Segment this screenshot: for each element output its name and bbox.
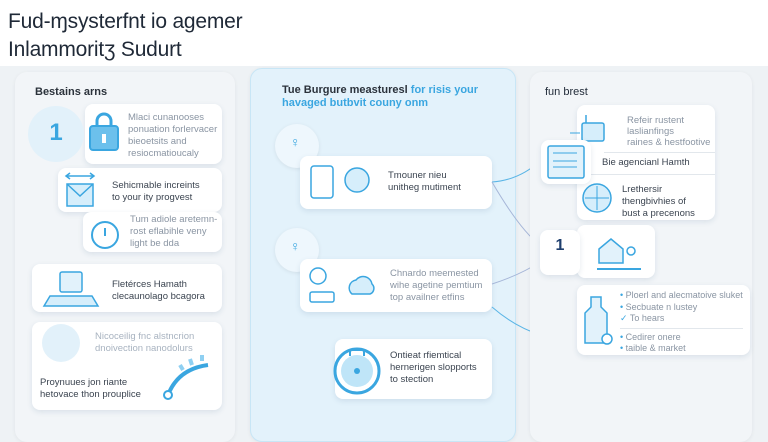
bullet-item: • Cedirer onere [620, 331, 681, 342]
clock-icon [91, 221, 119, 249]
right-step-card [540, 230, 580, 275]
book-icon [64, 172, 96, 207]
printer-icon [570, 115, 605, 142]
right-card-1-mid-text: Bie agencianl Hamth [602, 157, 690, 168]
header: Fud-ɱsysterfnt io agemer Inlammoritʒ Sud… [0, 0, 768, 66]
globe-icon [582, 183, 612, 213]
right-panel-title: fun brest [545, 86, 588, 98]
bullet-item: • taible & market [620, 343, 686, 353]
right-bullet-list: • Ploerl and alecmatoive sluket • Secbua… [620, 290, 743, 355]
bottle-icon [584, 296, 613, 345]
house-icon [597, 238, 641, 270]
page-title-line2: Inlammoritʒ Sudurt [8, 38, 182, 61]
right-step-number: 1 [555, 237, 565, 254]
browser-window-icon [547, 145, 585, 179]
middle-card-2 [300, 259, 492, 312]
page-title-line1: Fud-ɱsysterfnt io agemer [8, 10, 243, 33]
divider [590, 174, 715, 175]
divider [620, 327, 743, 329]
laptop-icon [42, 271, 100, 307]
shield-lock-icon [333, 347, 381, 395]
bullet-item: ✓ To hears [620, 313, 665, 323]
middle-card-1 [300, 156, 492, 209]
left-panel-title: Bestains arns [35, 86, 108, 98]
bullet-item: • Ploerl and alecmatoive sluket [620, 290, 743, 300]
step-number: 1 [49, 119, 63, 146]
phone-icon [310, 165, 370, 199]
step-circle [28, 106, 84, 162]
bullet-item: • Secbuate n lustey [620, 301, 698, 312]
gauge-arc-icon [163, 355, 209, 400]
divider [604, 152, 715, 153]
lock-icon [89, 112, 119, 151]
lightbulb-cloud-icon [309, 267, 375, 303]
thumbs-up-icon [42, 324, 80, 362]
